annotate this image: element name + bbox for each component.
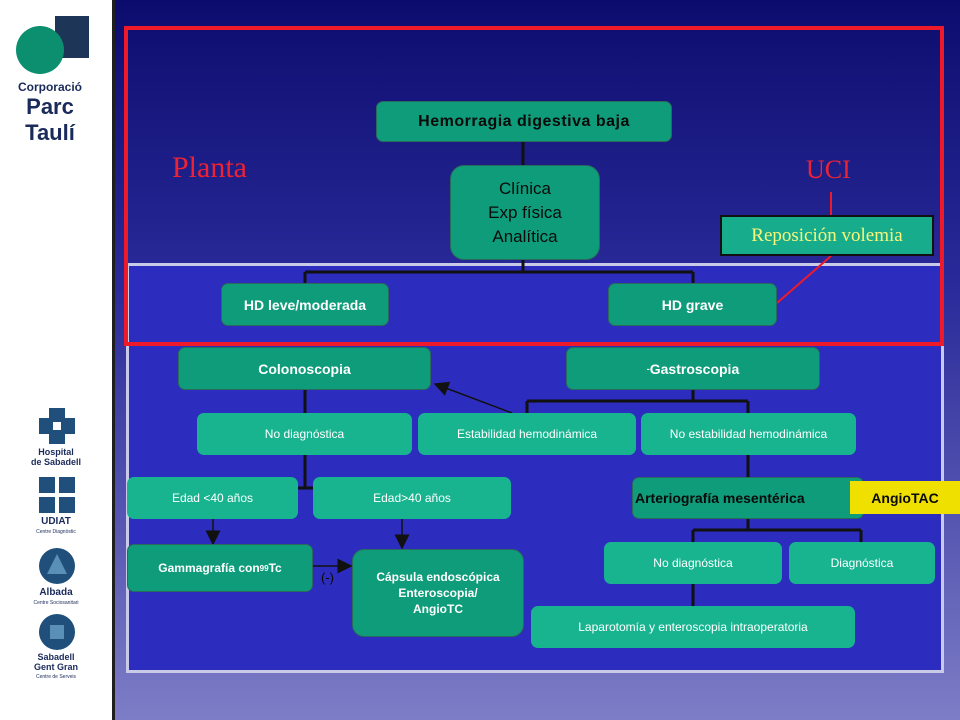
parc-tauli-logo: [16, 16, 89, 74]
gent-gran-logo-icon: [39, 614, 75, 650]
udiat-logo-icon: [39, 477, 75, 513]
logo-circle-green: [16, 26, 64, 74]
brand-line2: Parc Taulí: [25, 94, 75, 145]
edad-mayor-box: Edad>40 años: [313, 477, 511, 519]
uci-label: UCI: [806, 155, 851, 184]
logo-udiat-name: UDIAT: [41, 516, 71, 527]
gastroscopia-label: Gastroscopia: [649, 360, 740, 377]
logo-udiat-sub: Centre Diagnòstic: [36, 529, 76, 535]
exp-fisica-line: Exp física: [488, 202, 562, 222]
colonoscopia-box: Colonoscopia: [178, 347, 431, 390]
gammagrafia-tc: Tc: [268, 561, 282, 575]
laparotomia-box: Laparotomía y enteroscopia intraoperator…: [531, 606, 855, 648]
no-diagnostica-box: No diagnóstica: [197, 413, 412, 455]
edad-menor-box: Edad <40 años: [127, 477, 298, 519]
estabilidad-box: Estabilidad hemodinámica: [418, 413, 636, 455]
logo-gent-gran-sub: Centre de Serveis: [35, 674, 77, 680]
albada-logo-icon: [39, 548, 75, 584]
logo-gent-gran-name: Sabadell Gent Gran: [33, 652, 78, 672]
no-estabilidad-box: No estabilidad hemodinámica: [641, 413, 856, 455]
logo-hospital-name: Hospital de Sabadell: [30, 447, 82, 467]
sidebar: Corporació Parc Taulí Hospital de Sabade…: [0, 0, 115, 720]
clinica-box: Clínica Exp física Analítica: [450, 165, 600, 260]
capsula-box: Cápsula endoscópica Enteroscopia/ AngioT…: [352, 549, 524, 637]
hemorragia-box: Hemorragia digestiva baja: [376, 101, 672, 142]
arrow-estab-to-colono: [433, 381, 513, 414]
angiotc-line: AngioTC: [413, 602, 463, 616]
planta-label: Planta: [172, 151, 247, 184]
clinica-line: Clínica: [499, 178, 551, 198]
logo-albada-sub: Centre Sociosanitari: [33, 600, 79, 606]
logo-albada-name: Albada: [39, 587, 73, 598]
gastroscopia-dash: -: [646, 363, 650, 374]
diagnostica-box: Diagnóstica: [789, 542, 935, 584]
red-line-hd-grave: [776, 255, 832, 304]
hospital-logo-icon: [39, 408, 75, 444]
analitica-line: Analítica: [492, 226, 558, 246]
capsula-line: Cápsula endoscópica: [376, 570, 500, 584]
negative-label: (-): [321, 570, 334, 585]
gammagrafia-label: Gammagrafía con: [158, 561, 260, 575]
enteroscopia-line: Enteroscopia/: [398, 586, 478, 600]
reposicion-volemia-box: Reposición volemia: [720, 215, 934, 256]
angiotac-badge: AngioTAC: [850, 481, 960, 514]
lower-panel: [126, 263, 944, 673]
arteriografia-box: Arteriografía mesentérica: [632, 477, 864, 519]
planta-uci-frame: [124, 26, 944, 346]
hd-grave-box: HD grave: [608, 283, 777, 326]
no-diagnostica-2-box: No diagnóstica: [604, 542, 782, 584]
hd-leve-box: HD leve/moderada: [221, 283, 389, 326]
gastroscopia-box: -Gastroscopia: [566, 347, 820, 390]
brand-line1: Corporació: [17, 80, 82, 94]
gammagrafia-superscript: 99: [259, 563, 269, 573]
